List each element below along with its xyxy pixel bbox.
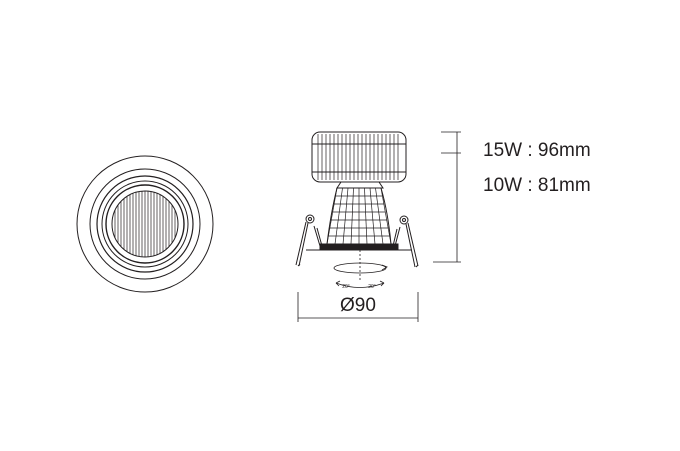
right-spring-wire: [405, 222, 419, 268]
lens-ribs: [112, 191, 178, 257]
reflector-grid-line: [334, 187, 343, 245]
reflector-grid-line: [380, 187, 392, 245]
reflector-grid-line: [342, 187, 349, 245]
diameter-label: Ø90: [340, 295, 376, 316]
right-spring-pivot: [399, 215, 409, 225]
right-mounting-spring: [392, 215, 419, 268]
reflector-grid-line: [375, 187, 384, 245]
reflector-grid: [326, 187, 392, 245]
left-spring-pivot: [305, 214, 315, 224]
height-dimension: [433, 131, 461, 263]
side-view: [295, 131, 461, 322]
tilt-right-label: 20°: [368, 284, 376, 290]
neck: [336, 181, 384, 189]
reflector-grid-line: [369, 187, 376, 245]
left-spring-pivot-inner: [308, 217, 312, 221]
reflector-grid-line: [326, 187, 338, 245]
right-spring-pivot-inner: [402, 218, 406, 222]
bezel-ring: [89, 168, 201, 280]
front-view: [76, 155, 214, 293]
lens-face: [111, 190, 179, 258]
height-10w-label: 10W : 81mm: [483, 175, 591, 196]
tilt-arrow-right: [379, 280, 385, 287]
left-spring-wire: [295, 221, 309, 267]
tilt-left-label: 20°: [342, 284, 350, 290]
tilt-arrow-left: [335, 280, 341, 287]
inner-bezel-ring: [96, 175, 194, 273]
heat-sink-fins: [317, 134, 399, 180]
rotation-arrow-head: [381, 264, 388, 271]
reflector-grid-line: [350, 187, 354, 245]
right-spring-clip: [392, 226, 401, 247]
trim-ring: [319, 243, 399, 251]
left-spring-clip: [313, 225, 323, 247]
rotation-indicator: [333, 250, 388, 288]
outer-trim-ring: [76, 155, 214, 293]
lens-edge: [105, 184, 185, 264]
diameter-dimension: [297, 292, 419, 322]
height-15w-label: 15W : 96mm: [483, 140, 591, 161]
tilt-arc: [335, 282, 385, 288]
reflector-grid-line: [364, 187, 368, 245]
heat-sink-body: [311, 131, 407, 183]
left-mounting-spring: [295, 214, 323, 267]
lens-ring: [101, 180, 189, 268]
